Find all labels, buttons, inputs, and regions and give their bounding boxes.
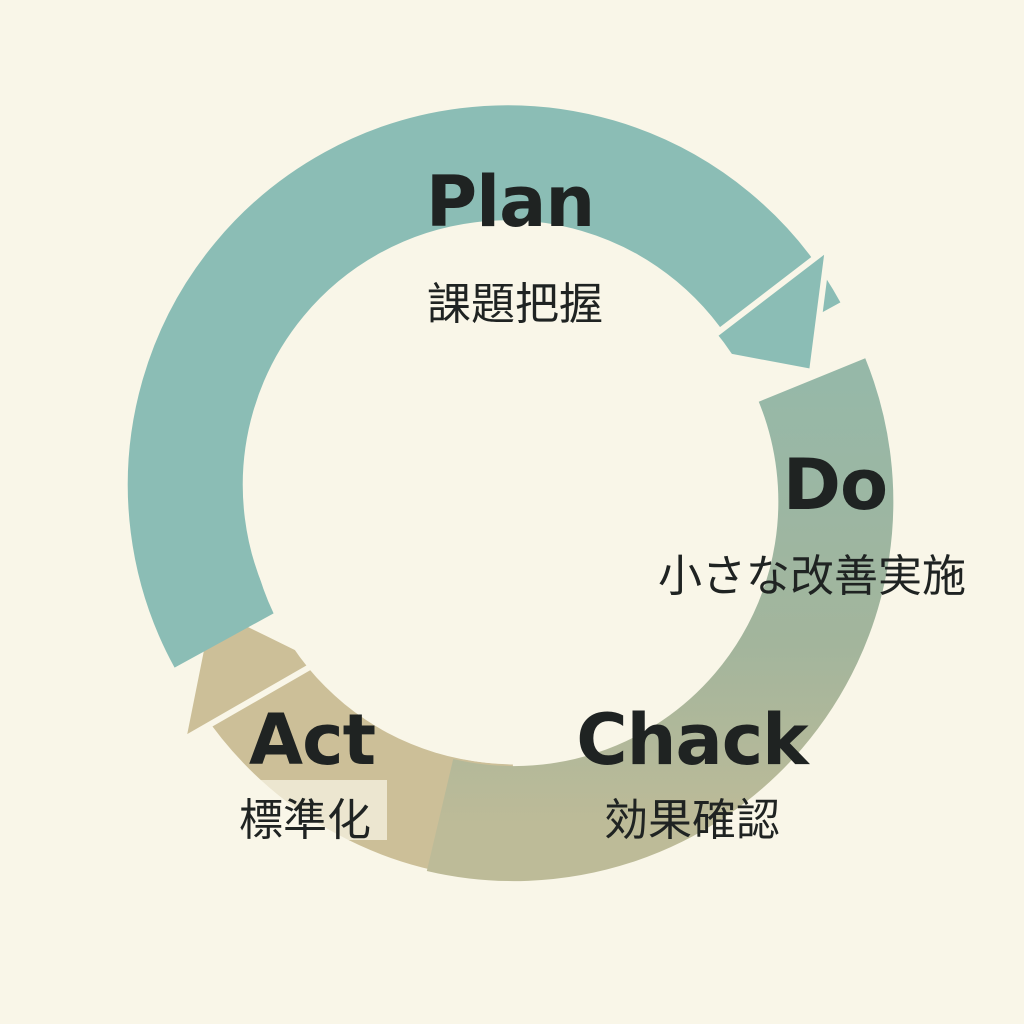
check-description: 効果確認 bbox=[604, 795, 780, 846]
plan-arc bbox=[127, 105, 841, 668]
check-label: Chack bbox=[576, 699, 808, 781]
do-arc bbox=[426, 358, 894, 882]
plan-arrowhead bbox=[687, 241, 832, 376]
plan-description: 課題把握 bbox=[427, 279, 603, 330]
do-description: 小さな改善実施 bbox=[658, 551, 966, 602]
do-label: Do bbox=[782, 444, 888, 526]
act-label: Act bbox=[248, 699, 376, 781]
act-description: 標準化 bbox=[239, 795, 371, 846]
plan-label: Plan bbox=[425, 161, 595, 243]
